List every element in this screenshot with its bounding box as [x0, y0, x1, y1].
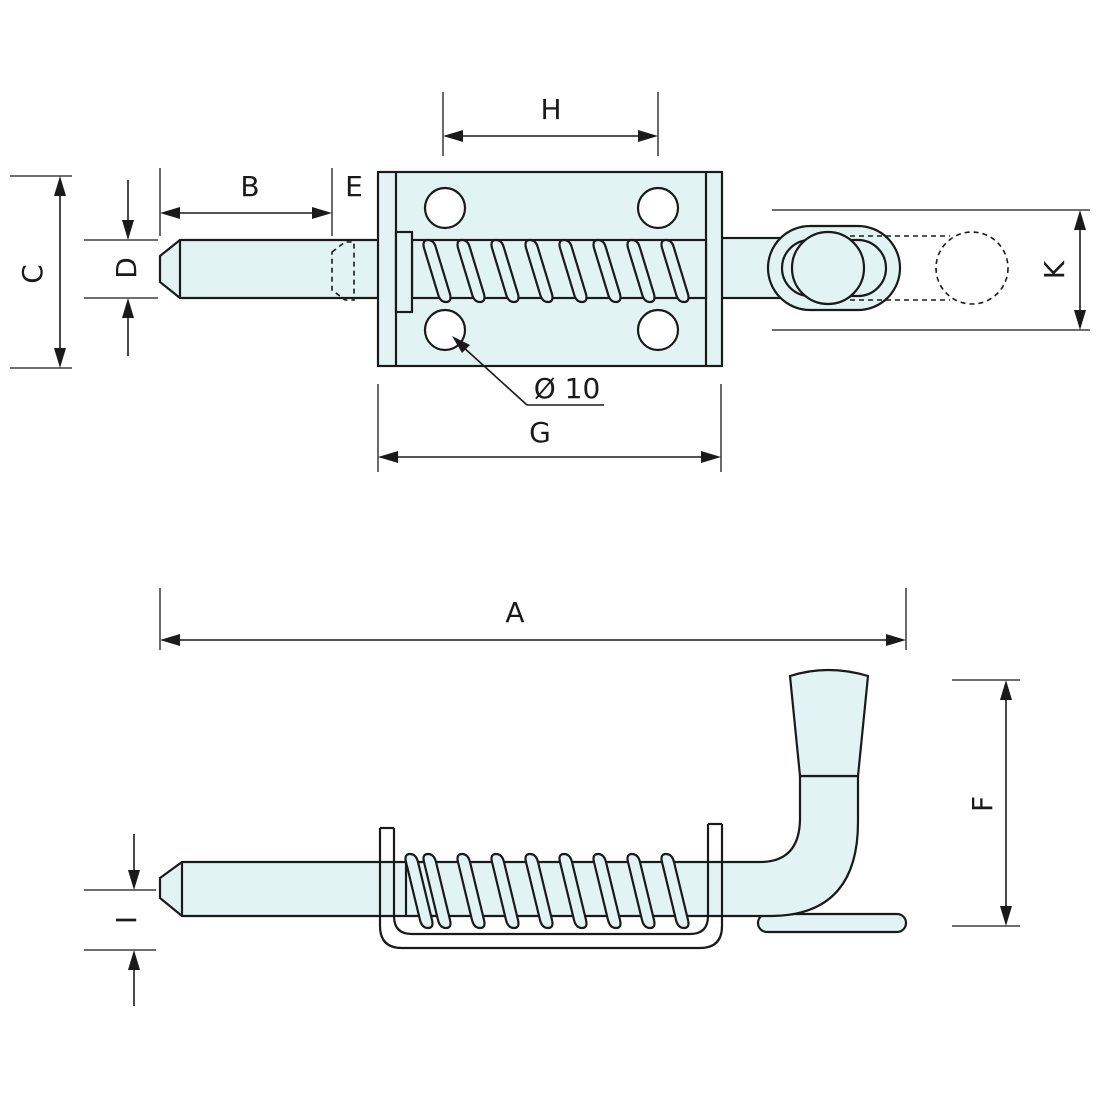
side-spring [404, 852, 690, 930]
side-handle-grip [788, 668, 870, 778]
label-I: I [110, 916, 143, 924]
side-view [158, 668, 908, 950]
label-G: G [529, 416, 551, 449]
label-F: F [966, 796, 999, 812]
top-spring [422, 238, 690, 304]
top-handle-dashed-knob [935, 231, 1009, 305]
label-H: H [540, 93, 561, 126]
top-dimensions [10, 92, 1090, 472]
side-dimensions [84, 588, 1020, 1006]
top-hole-top-left [423, 186, 467, 230]
top-hole-bottom-right [636, 308, 680, 352]
top-hole-top-right [636, 186, 680, 230]
top-pin-left [158, 238, 382, 300]
top-view [158, 170, 1009, 368]
side-pin-and-handle [158, 774, 860, 918]
label-B: B [240, 170, 259, 203]
label-hole-diameter: Ø 10 [534, 372, 601, 405]
side-handle-tab [756, 912, 908, 934]
label-E: E [345, 170, 363, 203]
top-handle-knob [790, 230, 866, 306]
label-D: D [110, 257, 143, 279]
label-K: K [1038, 260, 1071, 279]
label-A: A [505, 596, 524, 629]
label-C: C [16, 264, 49, 284]
top-pin-dashed-end [331, 241, 355, 301]
side-u-bracket [378, 824, 724, 950]
top-stop-collar [394, 230, 414, 314]
